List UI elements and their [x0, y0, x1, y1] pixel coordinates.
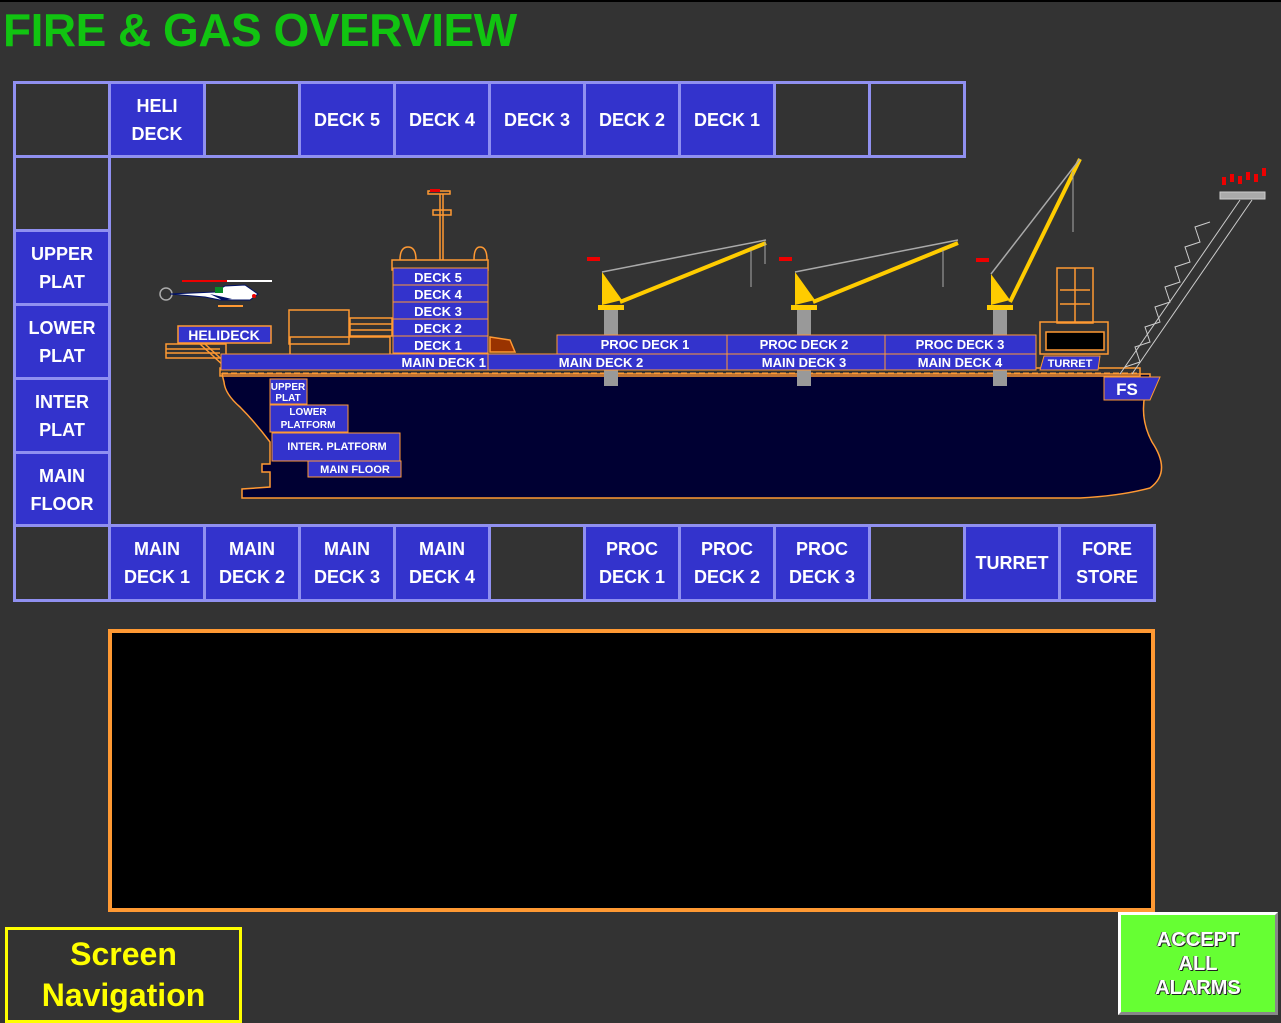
zone-button-deck-3[interactable]: DECK 3 — [491, 84, 583, 155]
ship-zone-label: DECK 5 — [414, 270, 462, 285]
ship-zone-label: TURRET — [1048, 358, 1093, 370]
ship-diagram: HELIDECK DECK 5 DECK 4 DECK 3 DECK 2 DEC… — [159, 158, 1266, 499]
alarm-list-panel[interactable] — [108, 629, 1155, 912]
ship-zone-label: MAIN DECK 1 — [401, 355, 486, 370]
ship-zone-main-deck-3[interactable]: MAIN DECK 3 — [726, 353, 886, 371]
ship-zone-label: INTER. PLATFORM — [287, 441, 386, 453]
ship-zone-main-deck-1[interactable]: MAIN DECK 1 — [220, 353, 489, 371]
zone-button-turret[interactable]: TURRET — [966, 527, 1058, 599]
zone-button-proc-deck-3[interactable]: PROC DECK 3 — [776, 527, 868, 599]
ship-zone-label: MAIN DECK 3 — [762, 355, 847, 370]
ship-zone-label: LOWER — [289, 407, 327, 418]
ship-zone-label: DECK 1 — [414, 338, 462, 353]
zone-button-empty — [871, 527, 963, 599]
zone-button-heli-deck[interactable]: HELI DECK — [111, 84, 203, 155]
ship-zone-label: PLATFORM — [281, 420, 336, 431]
ship-zone-fore-store[interactable]: FS — [1103, 376, 1161, 401]
zone-button-main-deck-4[interactable]: MAIN DECK 4 — [396, 527, 488, 599]
ship-zone-deck5[interactable]: DECK 5 — [392, 267, 489, 286]
ship-zone-label: PROC DECK 3 — [916, 337, 1005, 352]
ship-zone-upper-plat[interactable]: UPPER PLAT — [269, 378, 308, 405]
ship-zone-label: UPPER — [271, 382, 306, 393]
ship-zone-deck4[interactable]: DECK 4 — [392, 284, 489, 303]
zone-button-empty — [16, 84, 108, 155]
turret-structure — [1039, 267, 1109, 355]
ship-zone-main-deck-2[interactable]: MAIN DECK 2 — [487, 353, 728, 371]
ship-zone-turret[interactable]: TURRET — [1039, 355, 1101, 371]
screen-navigation-button[interactable]: Screen Navigation — [5, 927, 242, 1023]
page-title: FIRE & GAS OVERVIEW — [3, 4, 517, 56]
zone-button-deck-2[interactable]: DECK 2 — [586, 84, 678, 155]
ship-zone-main-floor[interactable]: MAIN FLOOR — [307, 460, 402, 478]
zone-button-proc-deck-1[interactable]: PROC DECK 1 — [586, 527, 678, 599]
zone-button-main-floor[interactable]: MAIN FLOOR — [16, 454, 108, 525]
zone-button-main-deck-3[interactable]: MAIN DECK 3 — [301, 527, 393, 599]
ship-zone-proc-deck-3[interactable]: PROC DECK 3 — [884, 334, 1037, 355]
zone-button-main-deck-1[interactable]: MAIN DECK 1 — [111, 527, 203, 599]
ship-zone-proc-deck-1[interactable]: PROC DECK 1 — [556, 334, 728, 355]
zone-button-empty — [16, 527, 108, 599]
flare-tips — [1222, 168, 1266, 185]
helicopter-icon — [159, 280, 272, 307]
ship-zone-helideck[interactable]: HELIDECK — [177, 325, 272, 344]
zone-button-empty — [871, 84, 963, 155]
ship-zone-deck3[interactable]: DECK 3 — [392, 301, 489, 320]
ship-zone-label: DECK 2 — [414, 321, 462, 336]
zone-button-deck-4[interactable]: DECK 4 — [396, 84, 488, 155]
ship-zone-label: PLAT — [275, 393, 300, 404]
zone-button-deck-5[interactable]: DECK 5 — [301, 84, 393, 155]
ship-zone-deck1[interactable]: DECK 1 — [392, 335, 489, 354]
zone-button-lower-plat[interactable]: LOWER PLAT — [16, 306, 108, 377]
ship-zone-lower-platform[interactable]: LOWER PLATFORM — [269, 404, 349, 433]
zone-button-fore-store[interactable]: FORE STORE — [1061, 527, 1153, 599]
zone-button-empty — [776, 84, 868, 155]
ship-zone-label: MAIN DECK 4 — [918, 355, 1003, 370]
zone-button-main-deck-2[interactable]: MAIN DECK 2 — [206, 527, 298, 599]
zone-button-empty — [206, 84, 298, 155]
zone-button-upper-plat[interactable]: UPPER PLAT — [16, 232, 108, 303]
zone-button-proc-deck-2[interactable]: PROC DECK 2 — [681, 527, 773, 599]
ship-zone-label: MAIN FLOOR — [320, 464, 390, 476]
ship-zone-label: FS — [1116, 380, 1138, 399]
ship-zone-deck2[interactable]: DECK 2 — [392, 318, 489, 337]
ship-zone-label: MAIN DECK 2 — [559, 355, 644, 370]
ship-zone-label: HELIDECK — [188, 327, 260, 343]
ship-zone-label: DECK 4 — [414, 287, 462, 302]
ship-zone-main-deck-4[interactable]: MAIN DECK 4 — [884, 353, 1037, 371]
ship-zone-proc-deck-2[interactable]: PROC DECK 2 — [726, 334, 886, 355]
zone-button-empty — [491, 527, 583, 599]
accept-all-alarms-button[interactable]: ACCEPT ALL ALARMS — [1118, 912, 1278, 1015]
ship-zone-label: PROC DECK 2 — [760, 337, 849, 352]
flare-boom — [1119, 191, 1266, 375]
ship-zone-label: DECK 3 — [414, 304, 462, 319]
ship-zone-label: PROC DECK 1 — [601, 337, 690, 352]
ship-zone-inter-platform[interactable]: INTER. PLATFORM — [271, 432, 401, 462]
zone-button-empty — [16, 158, 108, 229]
zone-button-inter-plat[interactable]: INTER PLAT — [16, 380, 108, 451]
zone-button-deck-1[interactable]: DECK 1 — [681, 84, 773, 155]
